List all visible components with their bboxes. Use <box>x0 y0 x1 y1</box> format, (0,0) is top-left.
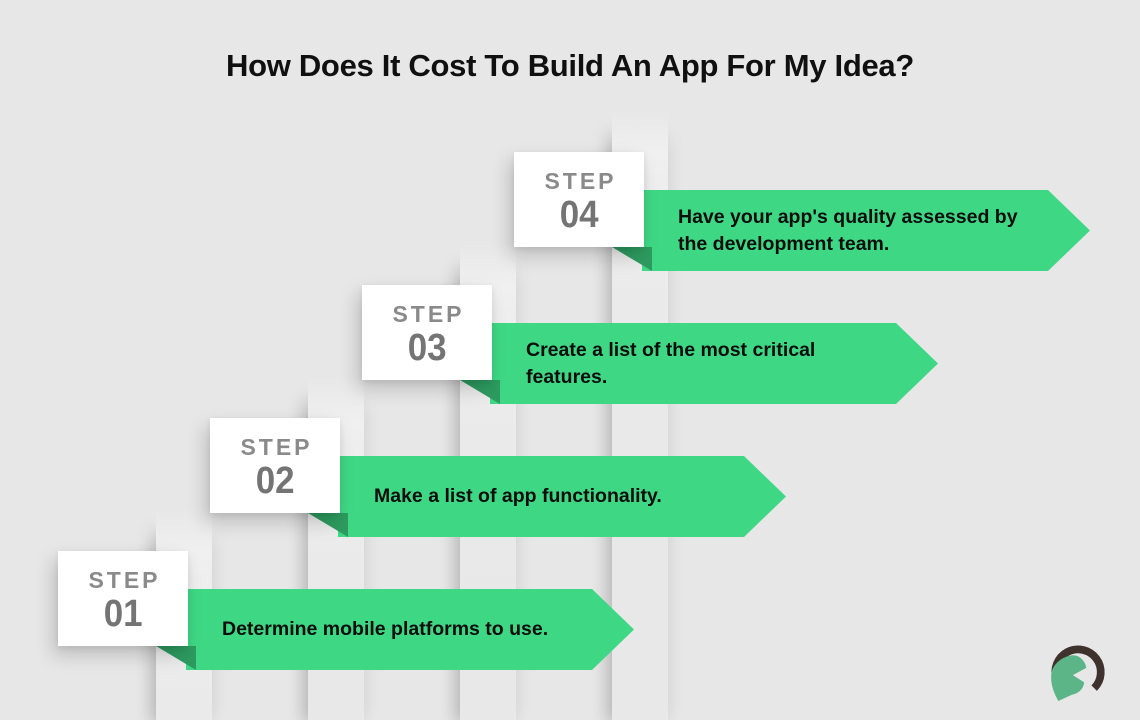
step-description: Have your app's quality assessed by the … <box>678 205 1018 255</box>
page-title: How Does It Cost To Build An App For My … <box>226 48 914 83</box>
step-number: 04 <box>559 193 599 236</box>
step-description: Determine mobile platforms to use. <box>222 618 549 640</box>
step-number: 01 <box>103 592 143 635</box>
step-card: STEP 01 <box>58 551 188 646</box>
step-card: STEP 02 <box>210 418 340 513</box>
step-label: STEP <box>544 167 617 194</box>
brand-logo <box>1046 640 1108 702</box>
step-label: STEP <box>392 300 465 327</box>
step-number: 03 <box>407 326 447 369</box>
spartan-helmet-icon <box>1051 645 1105 701</box>
step-number: 02 <box>255 459 295 502</box>
step-label: STEP <box>88 566 161 593</box>
step-description: Create a list of the most critical featu… <box>526 338 816 388</box>
step-banner-arrow: Make a list of app functionality. <box>338 456 786 537</box>
step-banner-arrow: Have your app's quality assessed by the … <box>642 190 1090 271</box>
step-description: Make a list of app functionality. <box>374 485 662 507</box>
step-banner-arrow: Create a list of the most critical featu… <box>490 323 938 404</box>
step-card: STEP 04 <box>514 152 644 247</box>
step-label: STEP <box>240 433 313 460</box>
step-card: STEP 03 <box>362 285 492 380</box>
step-banner-arrow: Determine mobile platforms to use. <box>186 589 634 670</box>
